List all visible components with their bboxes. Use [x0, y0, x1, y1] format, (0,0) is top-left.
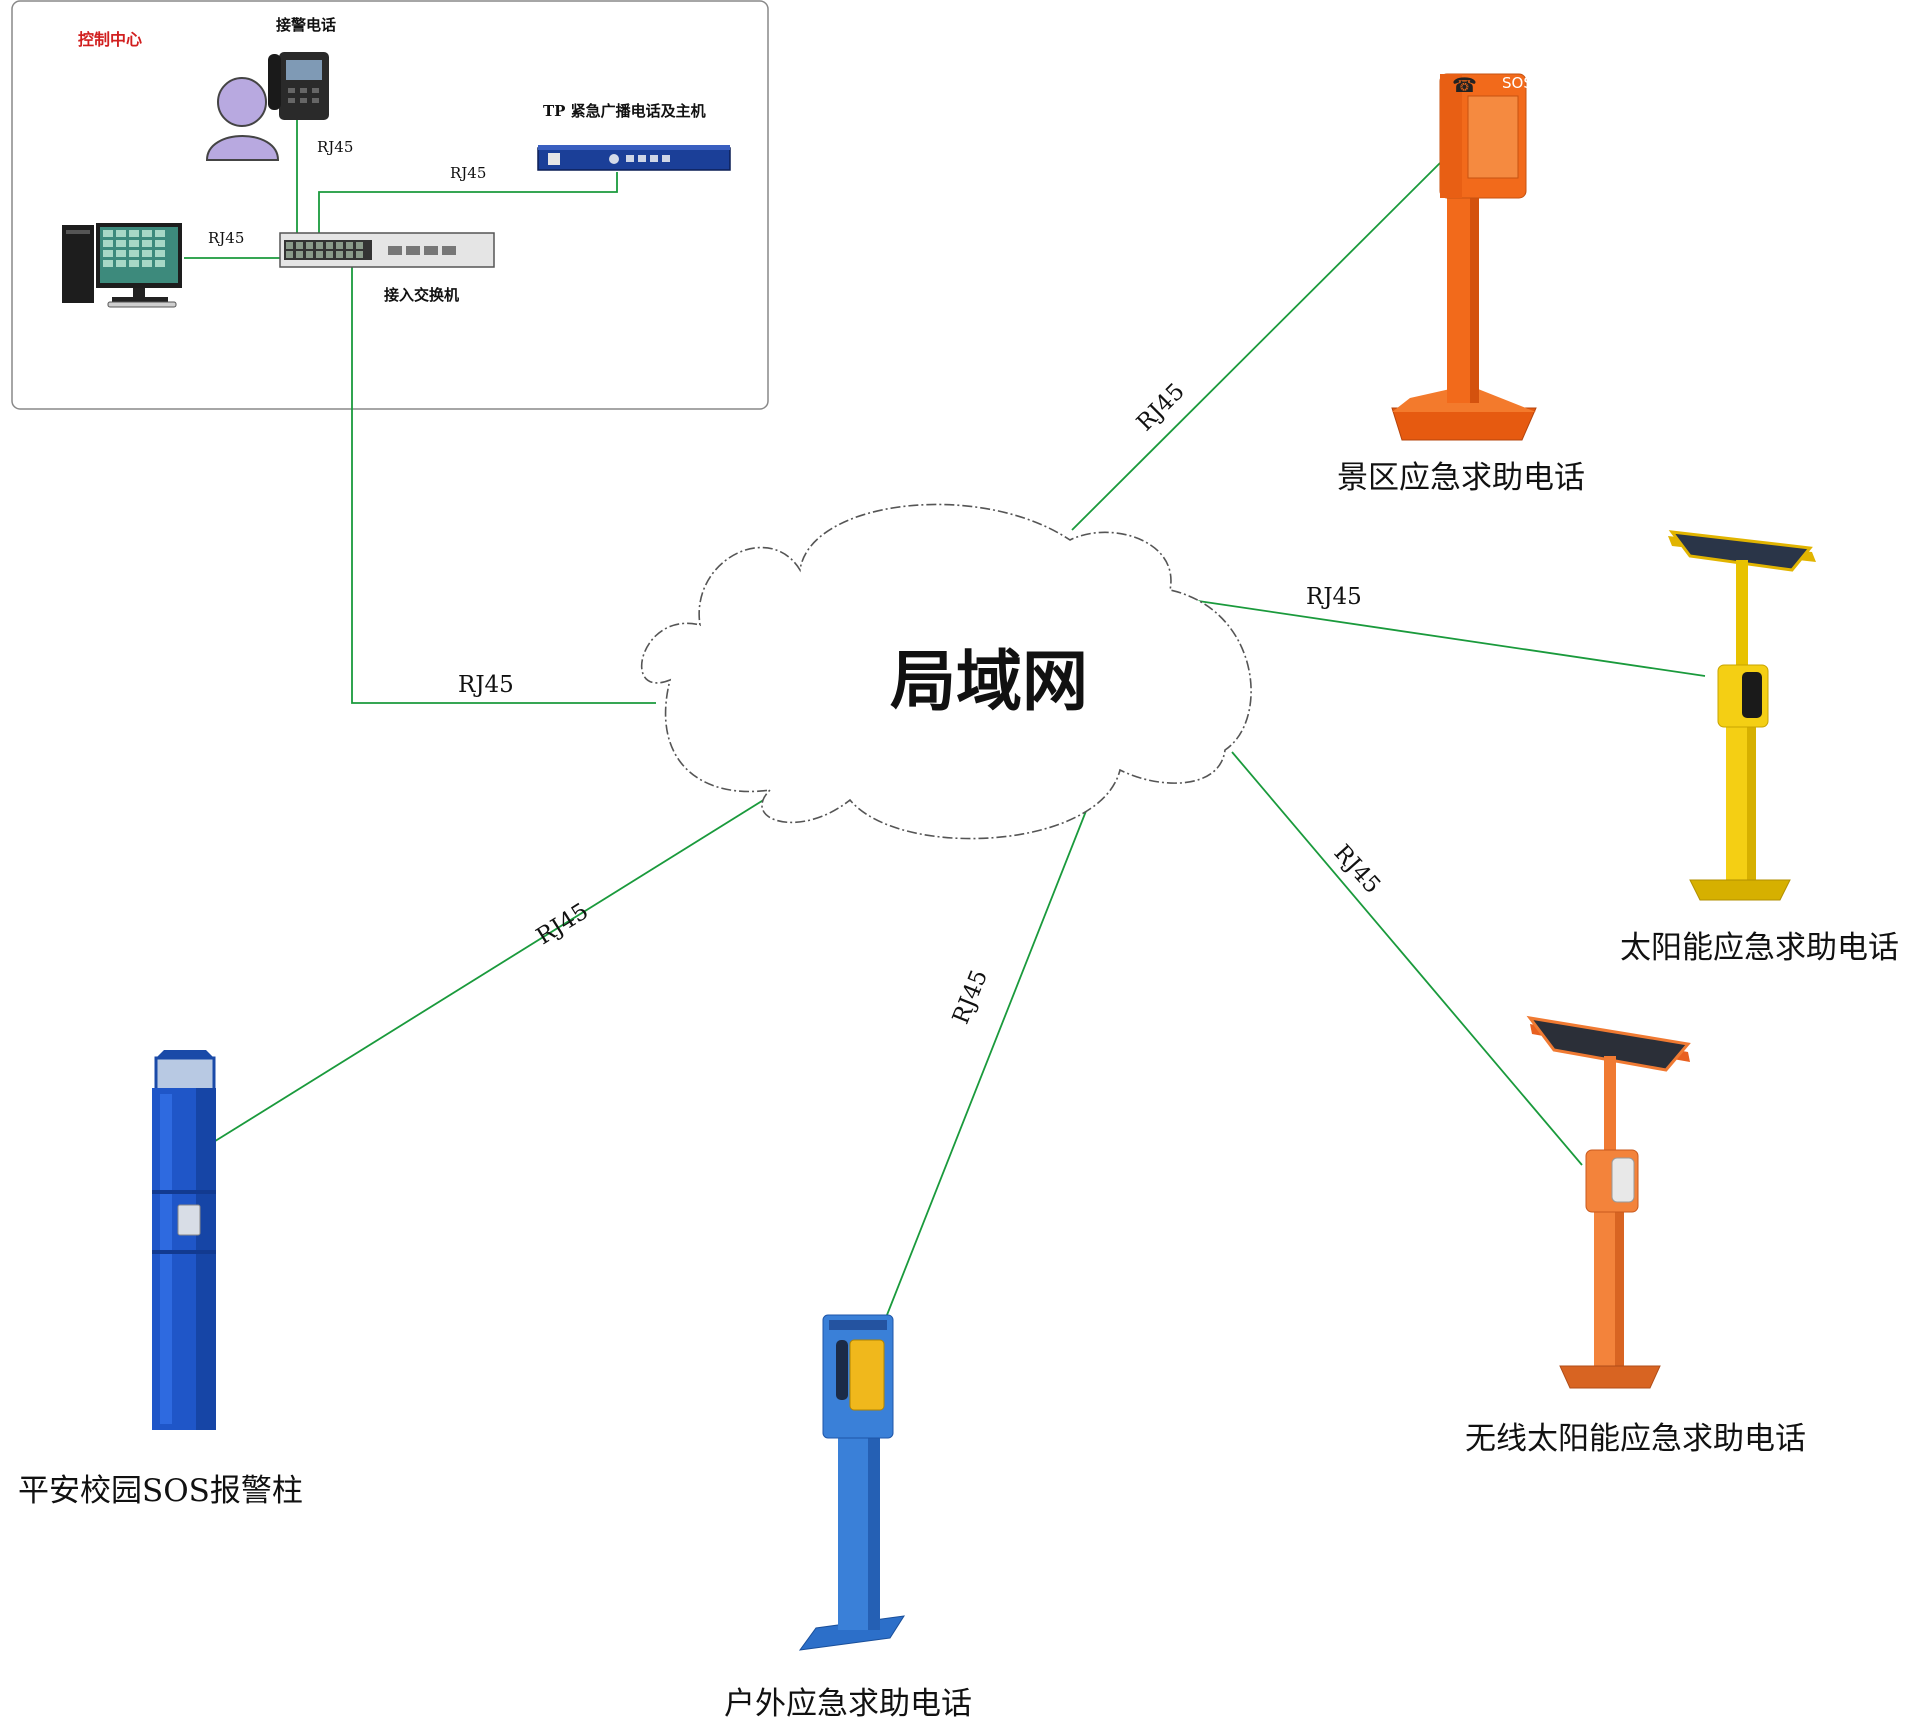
access-switch-label: 接入交换机 — [384, 286, 460, 304]
control-center-box — [11, 0, 769, 410]
svg-text:SOS: SOS — [1502, 74, 1533, 92]
wireless-solar-phone-icon — [1526, 1015, 1691, 1389]
svg-text:☎: ☎ — [1452, 73, 1477, 97]
operator-person-icon — [205, 77, 280, 161]
outdoor-phone-label: 户外应急求助电话 — [724, 1686, 972, 1722]
campus-sos-column-icon — [152, 1050, 216, 1430]
link-cloud-scenic — [1071, 162, 1441, 531]
ip-phone-icon — [268, 52, 329, 120]
access-switch-icon — [279, 232, 495, 268]
workstation-pc-icon — [62, 223, 182, 308]
solar-phone-label: 太阳能应急求助电话 — [1620, 930, 1899, 966]
rj45-host-label: RJ45 — [450, 164, 487, 182]
link-cloud-wireless — [1231, 751, 1583, 1166]
broadcast-host-label: TP 紧急广播电话及主机 — [543, 102, 706, 120]
rj45-switch-cloud-label: RJ45 — [458, 672, 514, 698]
scenic-phone-label: 景区应急求助电话 — [1337, 460, 1585, 496]
outdoor-emergency-phone-icon — [798, 1314, 906, 1651]
link-cloud-campus — [211, 795, 771, 1144]
alarm-phone-label: 接警电话 — [276, 16, 337, 34]
scenic-emergency-phone-icon: SOS ☎ — [1391, 73, 1537, 441]
lan-cloud — [640, 503, 1252, 840]
rj45-pc-label: RJ45 — [208, 229, 245, 247]
solar-emergency-phone-icon — [1668, 530, 1816, 901]
links — [184, 113, 1706, 1321]
link-host-switch — [318, 172, 618, 248]
link-switch-cloud — [351, 262, 656, 704]
control-center-title: 控制中心 — [78, 30, 143, 49]
rj45-phone-label: RJ45 — [317, 138, 354, 156]
lan-cloud-label: 局域网 — [890, 642, 1088, 720]
campus-sos-label: 平安校园SOS报警柱 — [18, 1473, 303, 1509]
link-cloud-outdoor — [884, 805, 1089, 1321]
broadcast-host-icon — [537, 145, 731, 171]
link-cloud-solar — [1177, 597, 1706, 677]
wireless-solar-phone-label: 无线太阳能应急求助电话 — [1465, 1421, 1806, 1457]
rj45-solar-label: RJ45 — [1306, 584, 1362, 610]
